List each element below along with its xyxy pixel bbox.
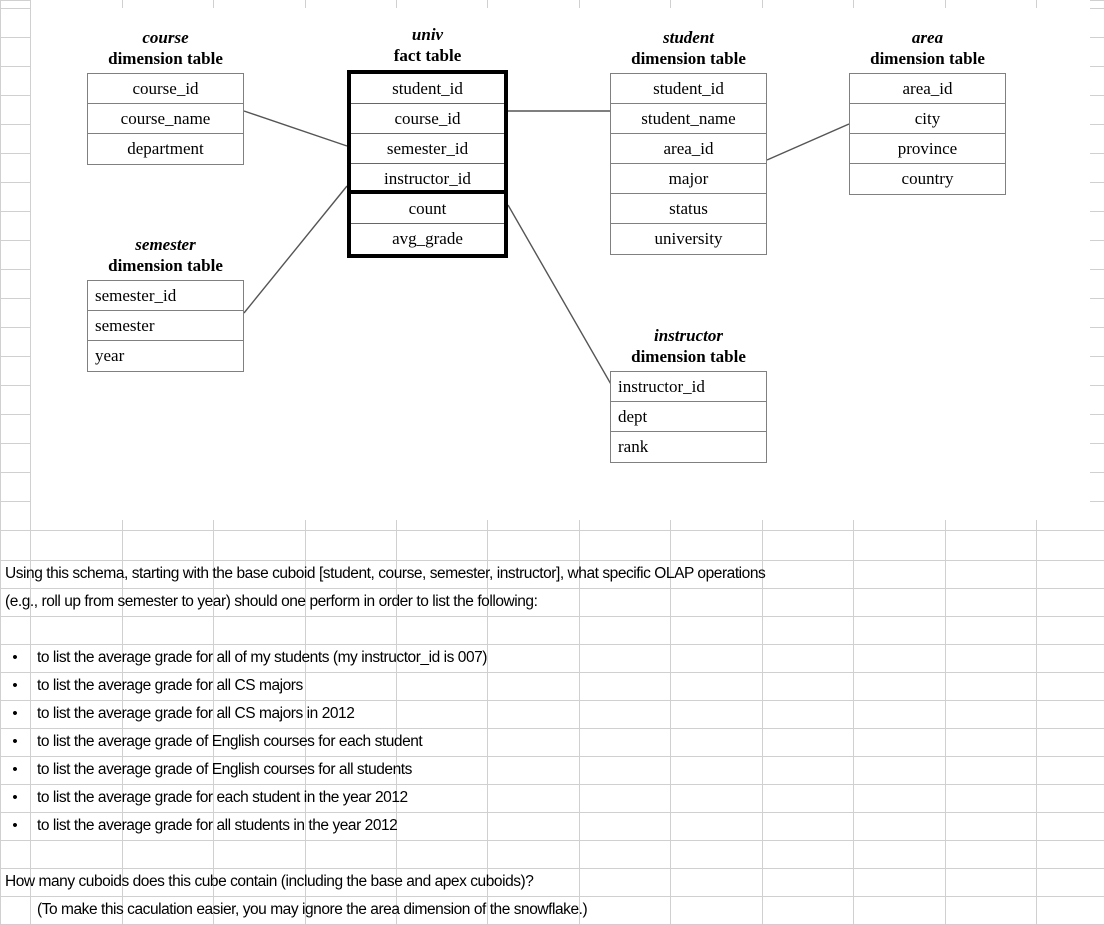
bullet-marker-icon: •: [12, 649, 18, 666]
connector-course-to-fact: [243, 110, 348, 147]
gridline-horizontal: [0, 530, 30, 531]
question-intro-line-1: Using this schema, starting with the bas…: [5, 565, 766, 582]
question-bullet-item: to list the average grade for all of my …: [37, 649, 488, 666]
gridline-horizontal: [0, 840, 1104, 841]
schema-field-student-student_name: student_name: [611, 104, 766, 134]
schema-field-univ-student_id: student_id: [351, 74, 504, 104]
schema-table-title-course: course: [142, 28, 189, 47]
schema-field-student-university: university: [654, 229, 723, 248]
connector-semester-to-fact: [243, 185, 348, 314]
schema-field-area-city: city: [850, 104, 1005, 134]
schema-field-univ-instructor_id: instructor_id: [351, 164, 504, 194]
bullet-marker-icon: •: [12, 817, 18, 834]
gridline-vertical: [945, 530, 946, 924]
schema-field-semester-year: year: [95, 346, 125, 365]
schema-table-title-instructor: instructor: [654, 326, 723, 345]
schema-field-instructor-instructor_id: instructor_id: [611, 372, 766, 402]
schema-field-student-area_id: area_id: [611, 134, 766, 164]
gridline-vertical: [762, 530, 763, 924]
question-intro-line-2: (e.g., roll up from semester to year) sh…: [5, 593, 538, 610]
bullet-marker-icon: •: [12, 761, 18, 778]
schema-field-instructor-dept: dept: [611, 402, 766, 432]
schema-table-subtitle-semester: dimension table: [108, 256, 223, 275]
schema-field-course-course_id: course_id: [88, 74, 243, 104]
schema-field-student-status: status: [611, 194, 766, 224]
connector-fact-to-instructor: [507, 204, 613, 387]
gridline-vertical: [853, 530, 854, 924]
schema-table-subtitle-course: dimension table: [108, 49, 223, 68]
schema-field-univ-course_id: course_id: [351, 104, 504, 134]
schema-field-univ-count: count: [351, 194, 504, 224]
gridline-horizontal: [0, 530, 1104, 531]
schema-table-subtitle-instructor: dimension table: [631, 347, 746, 366]
schema-field-semester-semester_id: semester_id: [88, 281, 243, 311]
connector-student-to-area: [766, 123, 850, 161]
question-closing-line-2: (To make this caculation easier, you may…: [37, 901, 588, 918]
schema-table-title-student: student: [662, 28, 715, 47]
bullet-marker-icon: •: [12, 789, 18, 806]
question-bullet-item: to list the average grade of English cou…: [37, 733, 423, 750]
question-bullet-item: to list the average grade for all CS maj…: [37, 705, 355, 722]
question-bullet-item: to list the average grade for each stude…: [37, 789, 408, 806]
schema-field-univ-semester_id: semester_id: [351, 134, 504, 164]
schema-field-univ-avg_grade: avg_grade: [392, 229, 463, 248]
question-bullet-item: to list the average grade of English cou…: [37, 761, 412, 778]
gridline-vertical: [1036, 530, 1037, 924]
gridline-vertical: [579, 530, 580, 924]
gridline-horizontal: [0, 616, 1104, 617]
schema-field-area-country: country: [901, 169, 954, 188]
schema-field-student-major: major: [611, 164, 766, 194]
schema-table-title-area: area: [911, 28, 944, 47]
schema-field-student-student_id: student_id: [611, 74, 766, 104]
question-bullet-item: to list the average grade for all studen…: [37, 817, 398, 834]
schema-field-instructor-rank: rank: [618, 437, 649, 456]
schema-field-course-course_name: course_name: [88, 104, 243, 134]
schema-table-title-univ: univ: [411, 25, 444, 44]
question-closing-line-1: How many cuboids does this cube contain …: [5, 873, 534, 890]
gridline-row-tick: [1090, 530, 1104, 531]
schema-connector-lines: [243, 110, 850, 387]
schema-table-subtitle-student: dimension table: [631, 49, 746, 68]
bullet-marker-icon: •: [12, 677, 18, 694]
schema-table-subtitle-area: dimension table: [870, 49, 985, 68]
schema-field-course-department: department: [127, 139, 204, 158]
schema-field-semester-semester: semester: [88, 311, 243, 341]
bullet-marker-icon: •: [12, 705, 18, 722]
question-bullet-item: to list the average grade for all CS maj…: [37, 677, 303, 694]
gridline-vertical: [670, 530, 671, 924]
bullet-marker-icon: •: [12, 733, 18, 750]
schema-field-area-area_id: area_id: [850, 74, 1005, 104]
schema-table-title-semester: semester: [135, 235, 196, 254]
schema-table-subtitle-univ: fact table: [393, 46, 462, 65]
schema-field-area-province: province: [850, 134, 1005, 164]
